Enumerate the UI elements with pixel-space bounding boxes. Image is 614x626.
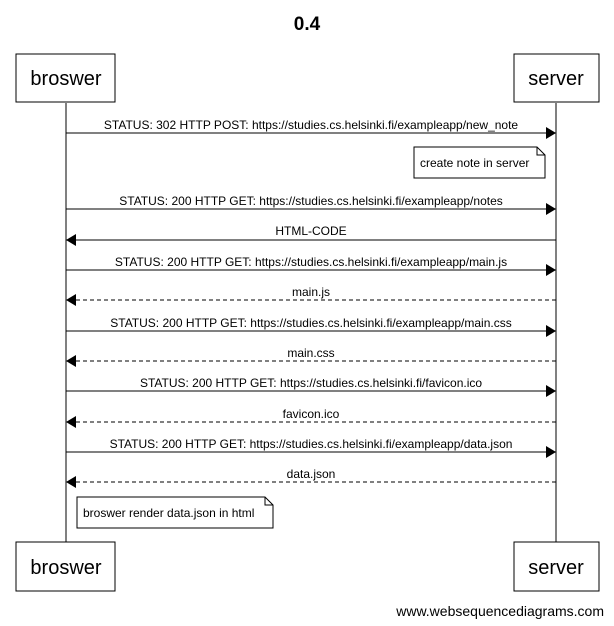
participant-browser-label: broswer xyxy=(30,68,101,90)
message-get-main-js: STATUS: 200 HTTP GET: https://studies.cs… xyxy=(66,255,556,276)
participant-server-bottom: server xyxy=(513,541,600,592)
message-label: STATUS: 200 HTTP GET: https://studies.cs… xyxy=(119,194,503,208)
message-get-main-css: STATUS: 200 HTTP GET: https://studies.cs… xyxy=(66,316,556,337)
message-get-notes: STATUS: 200 HTTP GET: https://studies.cs… xyxy=(66,194,556,215)
note-label: create note in server xyxy=(420,156,529,170)
message-label: HTML-CODE xyxy=(275,224,346,238)
message-get-data-json: STATUS: 200 HTTP GET: https://studies.cs… xyxy=(66,437,556,458)
message-label: STATUS: 200 HTTP GET: https://studies.cs… xyxy=(110,437,513,451)
participant-server-label: server xyxy=(528,68,584,90)
message-label: main.css xyxy=(287,346,334,360)
footer-watermark: www.websequencediagrams.com xyxy=(395,603,604,619)
message-html-code: HTML-CODE xyxy=(66,224,556,246)
message-label: main.js xyxy=(292,285,330,299)
participant-browser-top: broswer xyxy=(15,53,116,103)
note-create-note: create note in server xyxy=(413,146,546,179)
message-data-json-reply: data.json xyxy=(66,467,556,488)
message-favicon-reply: favicon.ico xyxy=(66,407,556,428)
participant-server-top: server xyxy=(513,53,600,103)
message-post-new-note: STATUS: 302 HTTP POST: https://studies.c… xyxy=(66,118,556,139)
message-main-css-reply: main.css xyxy=(66,346,556,367)
message-main-js-reply: main.js xyxy=(66,285,556,306)
participant-browser-label: broswer xyxy=(30,557,101,579)
message-label: favicon.ico xyxy=(283,407,340,421)
note-render-data-json: broswer render data.json in html xyxy=(76,496,274,529)
message-label: STATUS: 200 HTTP GET: https://studies.cs… xyxy=(140,376,482,390)
participant-server-label: server xyxy=(528,557,584,579)
message-label: STATUS: 200 HTTP GET: https://studies.cs… xyxy=(115,255,507,269)
diagram-title: 0.4 xyxy=(294,14,321,35)
message-label: STATUS: 302 HTTP POST: https://studies.c… xyxy=(104,118,519,132)
message-label: data.json xyxy=(287,467,336,481)
message-label: STATUS: 200 HTTP GET: https://studies.cs… xyxy=(110,316,511,330)
message-get-favicon: STATUS: 200 HTTP GET: https://studies.cs… xyxy=(66,376,556,397)
note-label: broswer render data.json in html xyxy=(83,506,254,520)
participant-browser-bottom: broswer xyxy=(15,541,116,592)
